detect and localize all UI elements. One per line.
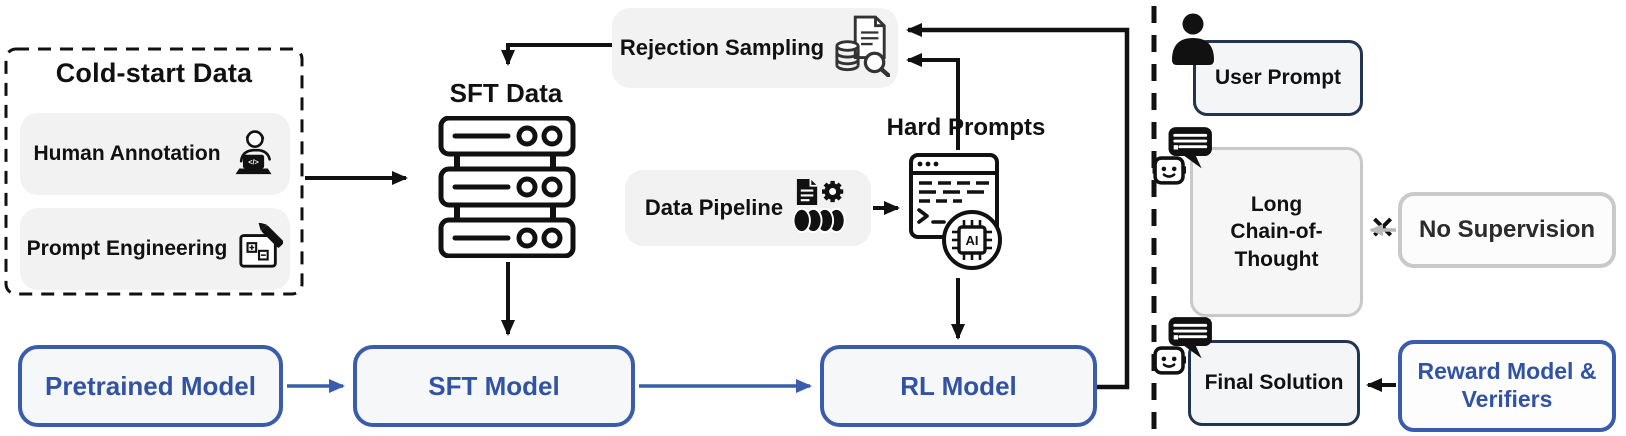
reward-model-verifiers-label: Reward Model & Verifiers <box>1417 358 1597 412</box>
pretrained-model-label: Pretrained Model <box>45 370 256 401</box>
prompt-engineering-label: Prompt Engineering <box>26 237 228 260</box>
rejection-sampling-label: Rejection Sampling <box>619 35 825 60</box>
prompt-engineering-icon <box>237 221 285 276</box>
no-supervision-label: No Supervision <box>1418 216 1596 243</box>
no-supervision-box: No Supervision <box>1398 192 1616 268</box>
svg-text:AI: AI <box>966 233 979 248</box>
arrow-rejection-to-sftdata <box>501 43 612 66</box>
svg-text:</>: </> <box>248 157 259 166</box>
chatbot-speech-icon <box>1152 316 1214 381</box>
human-annotation-box: Human Annotation </> <box>20 113 290 195</box>
user-person-icon <box>1166 12 1218 75</box>
final-solution-label: Final Solution <box>1204 371 1344 394</box>
sft-data-label: SFT Data <box>449 78 563 108</box>
rejection-sampling-box: Rejection Sampling <box>612 8 898 88</box>
cold-start-title: Cold-start Data <box>55 58 253 88</box>
sft-model-box: SFT Model <box>353 345 635 427</box>
long-cot-label: Long Chain-of-Thought <box>1230 193 1323 271</box>
final-solution-box: Final Solution <box>1188 340 1360 426</box>
sft-model-label: SFT Model <box>428 370 560 401</box>
reward-model-verifiers-box: Reward Model & Verifiers <box>1398 340 1616 432</box>
data-pipeline-label: Data Pipeline <box>644 195 784 220</box>
human-annotation-icon: </> <box>231 128 277 181</box>
prompt-engineering-box: Prompt Engineering <box>20 208 290 290</box>
doc-database-magnifier-icon <box>834 15 892 82</box>
no-supervision-cross: ✕ <box>1370 212 1396 245</box>
doc-gear-pipeline-icon <box>792 178 851 239</box>
user-prompt-box: User Prompt <box>1193 40 1363 116</box>
human-annotation-label: Human Annotation <box>33 142 221 165</box>
code-window-ai-chip-icon: AI <box>908 152 1008 279</box>
chatbot-speech-icon <box>1152 126 1214 191</box>
rl-model-box: RL Model <box>820 345 1097 427</box>
pretrained-model-box: Pretrained Model <box>18 345 283 427</box>
rl-model-label: RL Model <box>900 370 1017 401</box>
data-pipeline-box: Data Pipeline <box>625 170 871 246</box>
user-prompt-label: User Prompt <box>1214 66 1342 89</box>
hard-prompts-label: Hard Prompts <box>886 114 1046 141</box>
server-stack-icon <box>438 115 578 263</box>
long-cot-box: Long Chain-of-Thought <box>1190 147 1363 317</box>
